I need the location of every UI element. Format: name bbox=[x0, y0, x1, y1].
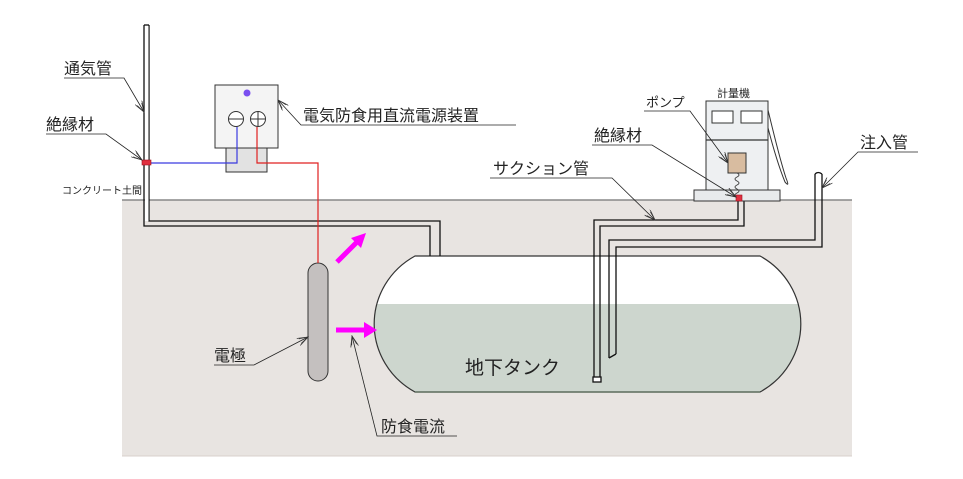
label-fill-pipe: 注入管 bbox=[822, 133, 918, 188]
insulator-left bbox=[141, 159, 152, 166]
label-insulator-left: 絶縁材 bbox=[46, 115, 142, 160]
pump-unit bbox=[727, 152, 747, 174]
protective-current-label: 防食電流 bbox=[381, 417, 445, 436]
electrode bbox=[307, 262, 329, 382]
minus-terminal-icon bbox=[228, 111, 244, 127]
positive-wire bbox=[256, 127, 319, 263]
dispenser-label: 計量機 bbox=[717, 86, 750, 100]
pump-label: ポンプ bbox=[646, 96, 685, 111]
label-power-supply: 電気防食用直流電源装置 bbox=[278, 100, 516, 126]
vent-pipe bbox=[143, 24, 441, 256]
label-suction-pipe: サクション管 bbox=[490, 159, 655, 220]
suction-pipe-label: サクション管 bbox=[493, 159, 589, 178]
concrete-floor-label: コンクリート土間 bbox=[62, 184, 142, 197]
underground-tank bbox=[373, 255, 802, 393]
plus-terminal-icon bbox=[250, 111, 266, 127]
dc-power-supply bbox=[214, 84, 279, 173]
indicator-lamp bbox=[243, 89, 251, 97]
vent-pipe-fill bbox=[145, 26, 149, 221]
label-electrode: 電極 bbox=[214, 337, 308, 366]
insulator-right bbox=[735, 194, 743, 202]
fill-pipe bbox=[608, 171, 823, 359]
label-protective-current: 防食電流 bbox=[352, 336, 457, 437]
label-pump: ポンプ bbox=[644, 96, 728, 163]
electrode-label: 電極 bbox=[214, 346, 246, 365]
power-supply-label: 電気防食用直流電源装置 bbox=[303, 106, 479, 125]
current-arrow-diagonal bbox=[335, 233, 366, 264]
negative-wire bbox=[148, 127, 238, 164]
label-insulator-right: 絶縁材 bbox=[592, 126, 736, 197]
suction-pipe bbox=[592, 200, 745, 383]
fuel-level bbox=[374, 304, 801, 392]
insulator-right-label: 絶縁材 bbox=[594, 126, 642, 145]
pump-spring bbox=[734, 172, 740, 198]
insulator-left-label: 絶縁材 bbox=[46, 115, 94, 134]
fill-pipe-label: 注入管 bbox=[860, 133, 908, 152]
vent-pipe-label: 通気管 bbox=[64, 59, 112, 78]
tank-label: 地下タンク bbox=[465, 357, 560, 379]
label-vent-pipe: 通気管 bbox=[64, 59, 144, 112]
fuel-dispenser bbox=[693, 100, 789, 202]
current-arrow-horizontal bbox=[336, 322, 377, 338]
